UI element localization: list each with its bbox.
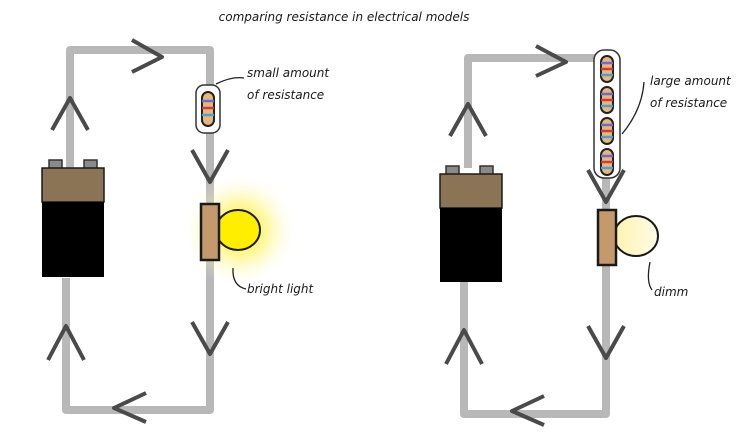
right-resistor-2 bbox=[600, 86, 614, 114]
right-arrow-left-up bbox=[448, 102, 488, 137]
right-resistor-callout bbox=[621, 81, 645, 135]
right-arrow-right-down-upper bbox=[586, 169, 626, 204]
right-bulb-label: dimm bbox=[654, 285, 688, 299]
left-arrow-bottom bbox=[112, 391, 147, 424]
left-bulb-label: bright light bbox=[247, 282, 315, 296]
right-resistor-label-line2: of resistance bbox=[650, 96, 727, 110]
right-resistor-chain bbox=[593, 49, 621, 179]
left-battery bbox=[41, 159, 105, 277]
left-circuit: small amount of resistance bright light bbox=[41, 38, 330, 424]
left-bulb-callout bbox=[232, 267, 247, 290]
right-resistor-label-line1: large amount bbox=[650, 74, 732, 88]
right-bulb-callout bbox=[647, 261, 653, 291]
right-resistor-3 bbox=[600, 117, 614, 145]
left-resistor-callout bbox=[215, 76, 245, 85]
right-arrow-left-up-lower bbox=[444, 328, 484, 365]
left-arrow-right-down-upper bbox=[190, 149, 230, 184]
diagram-title: comparing resistance in electrical model… bbox=[219, 10, 470, 24]
left-bulb bbox=[199, 202, 261, 262]
left-arrow-right-down-lower bbox=[190, 321, 230, 356]
right-battery bbox=[439, 165, 503, 282]
right-bulb bbox=[596, 208, 659, 267]
right-resistor-1 bbox=[600, 55, 614, 83]
left-resistor bbox=[195, 84, 221, 134]
left-arrow-top bbox=[131, 38, 164, 74]
right-arrow-top bbox=[535, 44, 568, 78]
left-resistor-label-line1: small amount bbox=[247, 66, 330, 80]
left-resistor-label-line2: of resistance bbox=[247, 88, 324, 102]
right-circuit: large amount of resistance dimm bbox=[439, 44, 732, 427]
right-resistor-4 bbox=[600, 148, 614, 176]
left-arrow-left-up bbox=[50, 96, 90, 131]
right-arrow-right-down-lower bbox=[586, 325, 626, 360]
left-arrow-left-up-lower bbox=[46, 324, 86, 361]
right-arrow-bottom bbox=[510, 394, 545, 427]
